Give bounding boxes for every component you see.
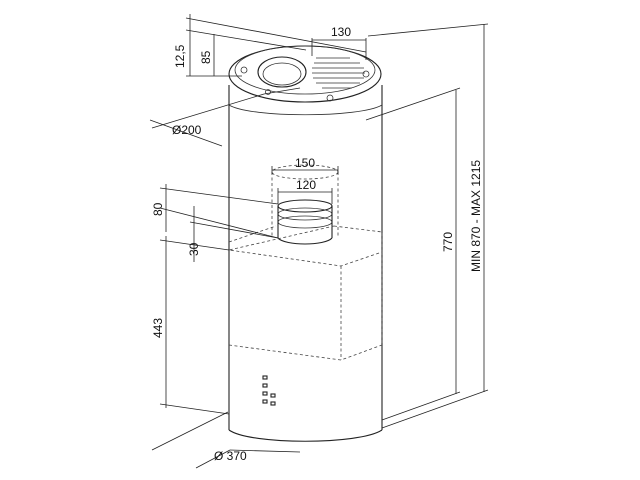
body-bottom-edge [228, 429, 383, 442]
dim-120-label: 120 [296, 178, 316, 192]
dim-770: 770 [365, 87, 461, 421]
dim-130-label: 130 [331, 25, 351, 39]
top-ring [228, 45, 382, 103]
dim-443-label: 443 [151, 318, 165, 338]
button-2 [262, 383, 268, 388]
dim-150-label: 150 [295, 156, 315, 170]
vent-grille [312, 57, 365, 89]
button-3 [262, 391, 268, 396]
duct-bottom [277, 237, 333, 245]
dim-443: 443 [151, 236, 230, 415]
top-ring-inner [234, 45, 376, 95]
dim-duct-heights: 80 30 [151, 184, 279, 262]
button-6 [270, 401, 276, 406]
control-buttons [262, 375, 276, 406]
button-1 [262, 375, 268, 380]
motor-box [228, 225, 383, 361]
screw-hole-right [362, 70, 370, 78]
duct-inner-top [277, 199, 333, 213]
dim-duct-widths: 150 120 [271, 156, 339, 204]
screw-hole-left [240, 66, 248, 74]
dim-770-label: 770 [441, 232, 455, 252]
dim-200: Ø200 [149, 87, 301, 147]
button-4 [262, 399, 268, 404]
top-band-line [228, 104, 383, 116]
dim-12-5-label: 12,5 [173, 44, 187, 68]
dim-min-max-label: MIN 870 - MAX 1215 [469, 160, 483, 272]
dim-80-label: 80 [151, 202, 165, 216]
dim-370: Ø 370 [151, 411, 301, 469]
dim-85-label: 85 [199, 50, 213, 64]
button-5 [270, 393, 276, 398]
dim-130: 130 [311, 25, 367, 60]
dim-370-label: Ø 370 [214, 449, 247, 463]
duct-opening [257, 56, 307, 88]
inner-duct [271, 164, 339, 245]
screw-hole-front [326, 94, 334, 102]
hood-body [228, 85, 383, 442]
motor-box-top [228, 225, 383, 267]
motor-box-bottom [228, 344, 383, 361]
dim-top-heights: 12,5 85 [173, 14, 367, 77]
dim-200-label: Ø200 [172, 123, 202, 137]
duct-opening-inner [262, 62, 302, 86]
screw-hole-front-left [265, 89, 271, 95]
dim-min-max: MIN 870 - MAX 1215 [367, 23, 489, 429]
